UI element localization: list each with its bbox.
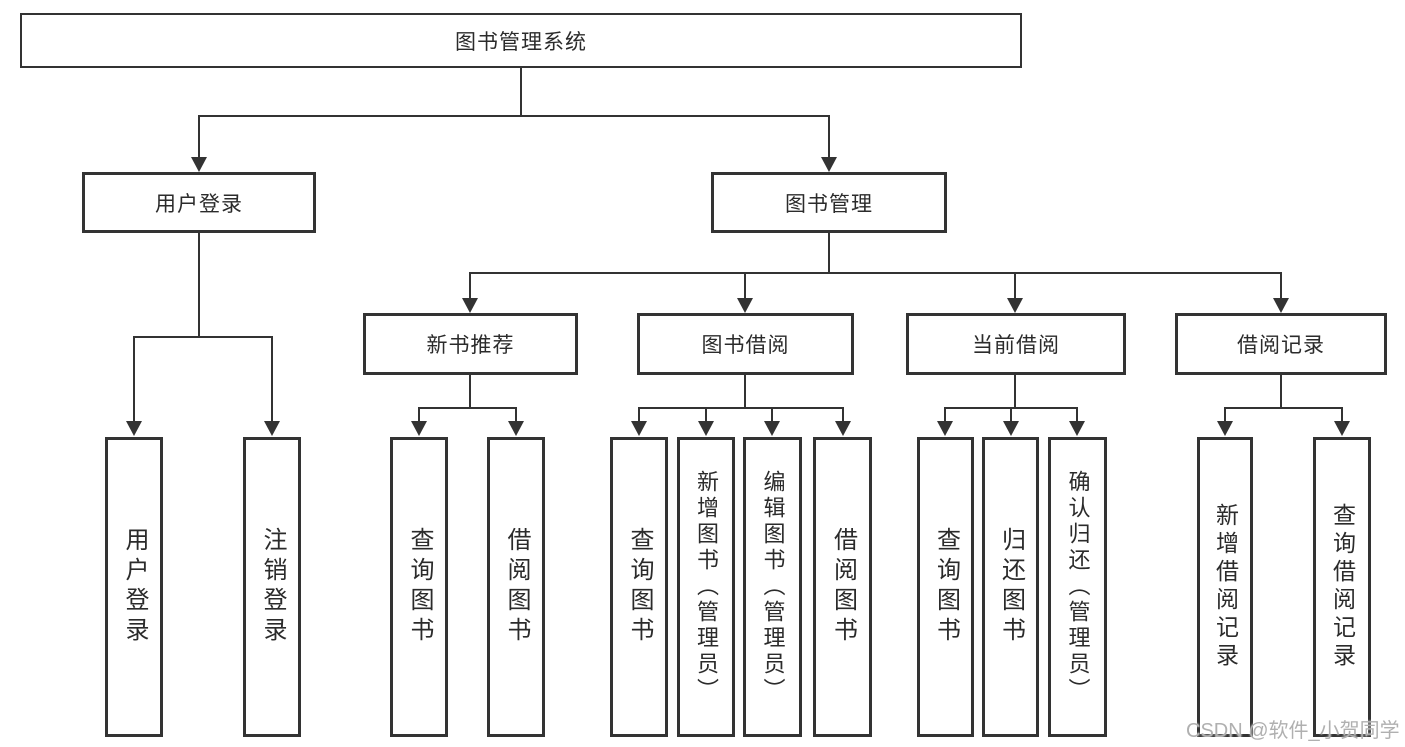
arrowhead-icon [1217,421,1233,436]
leaf-add-books-admin: 新增图书（管理员） [677,437,735,737]
leaf-query-books-2: 查询图书 [610,437,668,737]
arrowhead-icon [462,298,478,313]
connector-line [828,115,830,158]
leaf-label: 查询图书 [406,527,433,647]
node-new-book-recommend: 新书推荐 [363,313,578,375]
connector-line [469,272,1282,274]
arrowhead-icon [937,421,953,436]
connector-line [198,115,830,117]
leaf-label: 用户登录 [121,527,148,647]
leaf-label: 查询图书 [932,527,960,647]
arrowhead-icon [1273,298,1289,313]
connector-line [828,233,830,272]
connector-line [1076,407,1078,423]
arrowhead-icon [698,421,714,436]
node-borrowing-records-label: 借阅记录 [1237,334,1325,357]
connector-line [1341,407,1343,423]
leaf-borrow-books-2: 借阅图书 [813,437,872,737]
leaf-label: 借阅图书 [503,527,530,647]
leaf-label: 编辑图书（管理员） [760,470,786,704]
leaf-confirm-return-admin: 确认归还（管理员） [1048,437,1107,737]
arrowhead-icon [411,421,427,436]
connector-line [1224,407,1343,409]
connector-line [638,407,640,423]
leaf-query-borrow-record: 查询借阅记录 [1313,437,1371,737]
leaf-return-books: 归还图书 [982,437,1039,737]
arrowhead-icon [1003,421,1019,436]
arrowhead-icon [737,298,753,313]
node-user-login-label: 用户登录 [155,192,243,216]
connector-line [1014,375,1016,407]
leaf-label: 查询借阅记录 [1329,503,1356,671]
connector-line [515,407,517,423]
leaf-edit-books-admin: 编辑图书（管理员） [743,437,802,737]
csdn-watermark: CSDN @软件_小贺同学 [1186,720,1400,742]
connector-line [418,407,517,409]
connector-line [469,375,471,407]
connector-line [1014,272,1016,299]
connector-line [1224,407,1226,423]
leaf-user-login: 用户登录 [105,437,163,737]
leaf-logout: 注销登录 [243,437,301,737]
arrowhead-icon [126,421,142,436]
arrowhead-icon [821,157,837,172]
arrowhead-icon [508,421,524,436]
arrowhead-icon [191,157,207,172]
arrowhead-icon [1334,421,1350,436]
connector-line [638,407,843,409]
connector-line [133,336,273,338]
connector-line [1010,407,1012,423]
connector-line [198,115,200,158]
node-current-borrowing-label: 当前借阅 [972,334,1060,357]
connector-line [842,407,844,423]
connector-line [744,272,746,299]
node-current-borrowing: 当前借阅 [906,313,1126,375]
connector-line [469,272,471,299]
arrowhead-icon [764,421,780,436]
node-book-management: 图书管理 [711,172,947,233]
leaf-borrow-books-1: 借阅图书 [487,437,545,737]
leaf-label: 归还图书 [997,527,1025,647]
leaf-label: 确认归还（管理员） [1065,470,1091,704]
node-new-book-recommend-label: 新书推荐 [426,334,515,357]
node-user-login: 用户登录 [82,172,316,233]
leaf-query-books-1: 查询图书 [390,437,448,737]
connector-line [418,407,420,423]
leaf-label: 注销登录 [259,527,286,647]
arrowhead-icon [1069,421,1085,436]
connector-line [1280,272,1282,299]
node-borrowing-records: 借阅记录 [1175,313,1387,375]
leaf-label: 新增借阅记录 [1212,503,1239,671]
node-root: 图书管理系统 [20,13,1022,68]
connector-line [271,336,273,422]
leaf-label: 查询图书 [626,527,653,647]
connector-line [133,336,135,422]
arrowhead-icon [835,421,851,436]
leaf-add-borrow-record: 新增借阅记录 [1197,437,1253,737]
node-root-label: 图书管理系统 [455,30,587,54]
node-book-borrowing: 图书借阅 [637,313,854,375]
connector-line [944,407,946,423]
leaf-query-books-3: 查询图书 [917,437,974,737]
arrowhead-icon [631,421,647,436]
node-book-management-label: 图书管理 [785,192,873,216]
connector-line [744,375,746,407]
arrowhead-icon [1007,298,1023,313]
leaf-label: 新增图书（管理员） [694,470,719,704]
node-book-borrowing-label: 图书借阅 [701,334,790,357]
arrowhead-icon [264,421,280,436]
connector-line [198,233,200,336]
leaf-label: 借阅图书 [829,527,857,647]
connector-line [520,68,522,115]
connector-line [1280,375,1282,407]
connector-line [705,407,707,423]
connector-line [771,407,773,423]
